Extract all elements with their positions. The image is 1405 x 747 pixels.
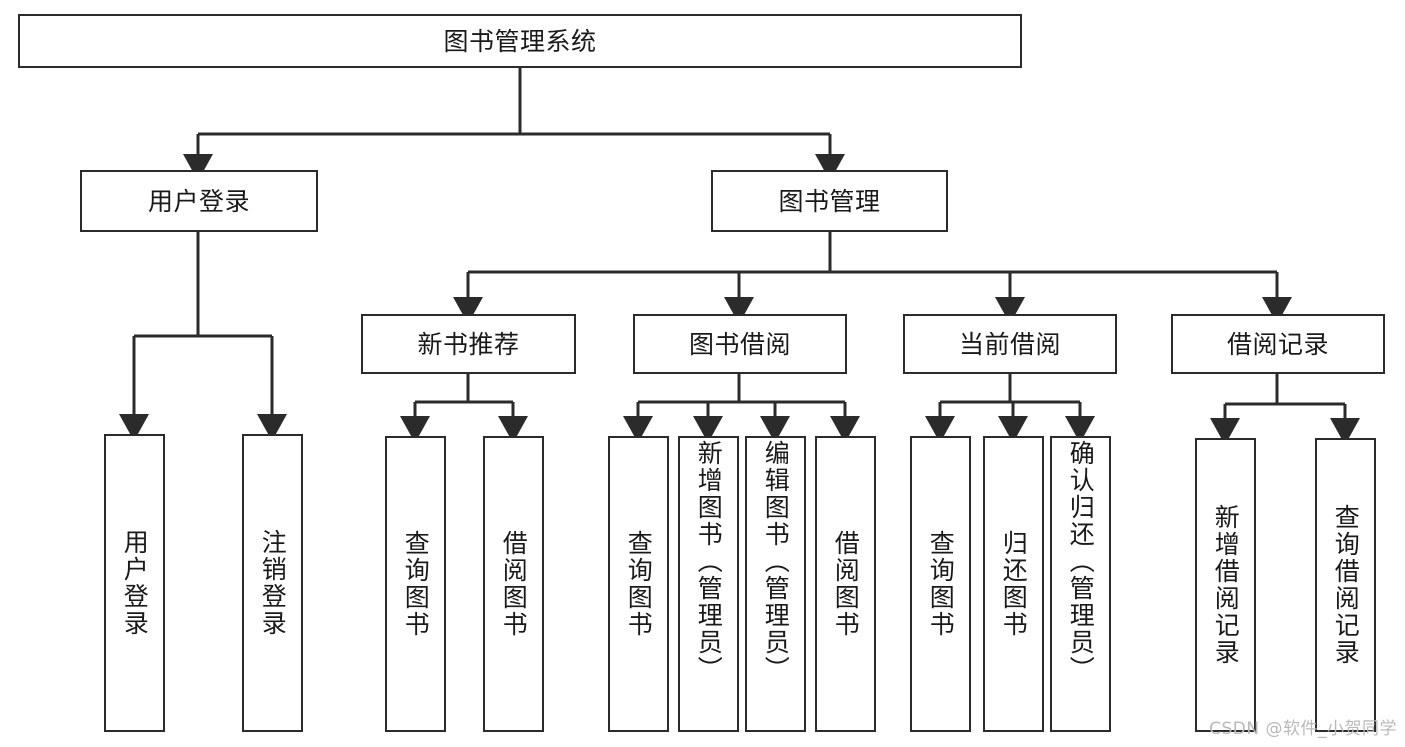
node-leaf-edit-book[interactable]: 编辑图书（管理员） — [745, 436, 806, 732]
node-leaf-confirm-return-label: 确认归还（管理员） — [1066, 440, 1096, 683]
node-leaf-logout[interactable]: 注销登录 — [242, 434, 303, 732]
node-book-manage-label: 图书管理 — [778, 186, 881, 216]
node-book-borrow-label: 图书借阅 — [688, 329, 791, 359]
node-root[interactable]: 图书管理系统 — [18, 14, 1022, 68]
csdn-watermark: CSDN @软件_小贺同学 — [1209, 719, 1397, 739]
node-user-login-label: 用户登录 — [147, 186, 250, 216]
node-leaf-query-record-label: 查询借阅记录 — [1331, 504, 1361, 666]
node-new-book-recommend-label: 新书推荐 — [417, 329, 520, 359]
node-leaf-add-record-label: 新增借阅记录 — [1211, 504, 1241, 666]
node-leaf-return-book-label: 归还图书 — [999, 530, 1029, 638]
node-leaf-borrow-book-1[interactable]: 借阅图书 — [483, 436, 544, 732]
node-leaf-query-book-1-label: 查询图书 — [401, 530, 431, 638]
node-leaf-return-book[interactable]: 归还图书 — [983, 436, 1044, 732]
node-user-login[interactable]: 用户登录 — [80, 170, 318, 232]
node-leaf-confirm-return[interactable]: 确认归还（管理员） — [1050, 436, 1111, 732]
node-leaf-query-book-3-label: 查询图书 — [926, 530, 956, 638]
node-leaf-borrow-book-2-label: 借阅图书 — [831, 530, 861, 638]
node-leaf-user-login-label: 用户登录 — [120, 529, 150, 637]
node-leaf-add-book[interactable]: 新增图书（管理员） — [678, 436, 739, 732]
node-leaf-query-record[interactable]: 查询借阅记录 — [1315, 438, 1376, 732]
node-new-book-recommend[interactable]: 新书推荐 — [361, 314, 576, 374]
node-book-borrow[interactable]: 图书借阅 — [633, 314, 847, 374]
node-book-manage[interactable]: 图书管理 — [711, 170, 948, 232]
node-root-label: 图书管理系统 — [443, 26, 597, 56]
node-leaf-user-login[interactable]: 用户登录 — [104, 434, 165, 732]
node-borrow-record[interactable]: 借阅记录 — [1171, 314, 1385, 374]
node-leaf-query-book-2-label: 查询图书 — [624, 530, 654, 638]
node-leaf-edit-book-label: 编辑图书（管理员） — [761, 440, 791, 683]
node-leaf-add-book-label: 新增图书（管理员） — [694, 440, 724, 683]
node-leaf-borrow-book-2[interactable]: 借阅图书 — [815, 436, 876, 732]
node-current-borrow[interactable]: 当前借阅 — [903, 314, 1117, 374]
node-leaf-query-book-1[interactable]: 查询图书 — [385, 436, 446, 732]
node-leaf-logout-label: 注销登录 — [258, 529, 288, 637]
node-borrow-record-label: 借阅记录 — [1226, 329, 1329, 359]
node-leaf-add-record[interactable]: 新增借阅记录 — [1195, 438, 1256, 732]
node-leaf-query-book-3[interactable]: 查询图书 — [910, 436, 971, 732]
node-leaf-borrow-book-1-label: 借阅图书 — [499, 530, 529, 638]
node-current-borrow-label: 当前借阅 — [958, 329, 1061, 359]
node-leaf-query-book-2[interactable]: 查询图书 — [608, 436, 669, 732]
